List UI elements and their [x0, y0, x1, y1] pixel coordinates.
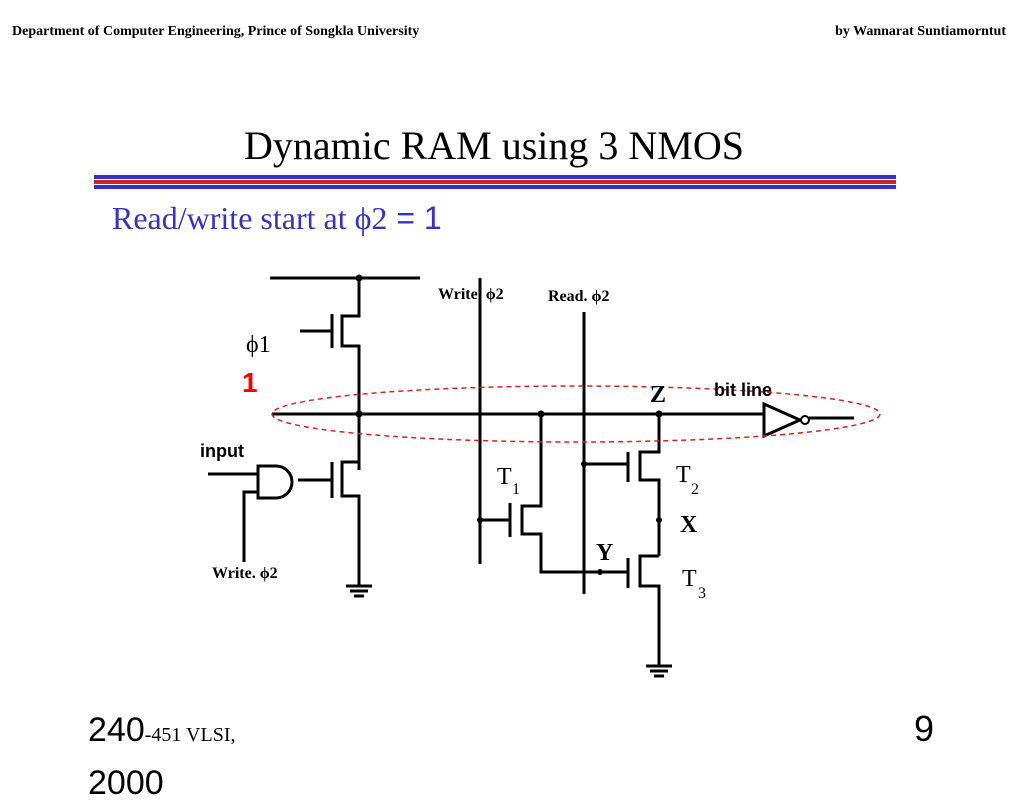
write-phi2-input-wire — [242, 490, 258, 562]
label-t1: T — [497, 464, 512, 490]
and-gate-body — [256, 464, 294, 500]
left-column-wire-upper — [340, 278, 361, 470]
label-t3-sub: 3 — [698, 585, 706, 602]
label-t1-sub: 1 — [512, 481, 520, 498]
slide-title: Dynamic RAM using 3 NMOS — [243, 123, 745, 168]
junction-x — [656, 517, 662, 523]
footer-course: 240-451 VLSI, 2000 — [88, 706, 235, 807]
inverter-bubble — [800, 415, 810, 425]
inverter — [762, 401, 854, 439]
slide-subtitle: Read/write start at ϕ2 = 1 — [112, 200, 442, 237]
bitline-highlight-ellipse — [271, 385, 881, 443]
header-department: Department of Computer Engineering, Prin… — [12, 24, 420, 39]
title-rule-middle — [94, 180, 896, 184]
t1-transistor — [480, 414, 600, 574]
label-write-phi2-top: Write. ϕ2 — [438, 286, 504, 303]
label-input: input — [200, 441, 244, 461]
label-phi1: ϕ1 — [246, 332, 271, 358]
header-author: by Wannarat Suntiamorntut — [835, 24, 1006, 39]
title-rule-bottom — [94, 185, 896, 189]
inverter-triangle — [762, 401, 804, 439]
label-bit-line: bit line — [714, 380, 772, 400]
subtitle-text: Read/write start at ϕ2 — [112, 200, 388, 236]
footer-course-number: 240 — [88, 711, 145, 749]
label-phi1-value: 1 — [242, 367, 258, 398]
page-number: 9 — [914, 708, 935, 749]
ground-left — [346, 584, 372, 598]
title-rule-top — [94, 175, 896, 179]
title-rule — [94, 175, 896, 189]
and-gate — [208, 464, 294, 562]
phi1-transistor — [300, 278, 361, 470]
footer-course-rest: -451 VLSI, — [144, 724, 236, 746]
t3-channel-wire — [638, 554, 661, 666]
t2-transistor — [584, 414, 661, 556]
t2-channel-wire — [638, 414, 661, 556]
dram-circuit-diagram: Write. ϕ2 Read. ϕ2 ϕ1 1 input Write. ϕ2 … — [94, 175, 896, 678]
subtitle-equation: = 1 — [387, 200, 442, 236]
label-read-phi2-top: Read. ϕ2 — [548, 288, 610, 305]
t3-transistor — [600, 554, 661, 666]
label-node-z: Z — [650, 382, 666, 408]
label-write-phi2-bottom: Write. ϕ2 — [212, 565, 278, 582]
label-t2-sub: 2 — [691, 481, 699, 498]
label-node-y: Y — [596, 540, 613, 566]
left-column-wire-lower — [340, 460, 361, 586]
input-transistor — [298, 460, 361, 586]
label-t2: T — [676, 462, 691, 488]
t1-channel-wire — [520, 414, 600, 574]
junction-bitline-left — [355, 410, 363, 418]
label-node-x: X — [680, 512, 698, 538]
ground-right — [646, 664, 672, 678]
label-t3: T — [682, 566, 697, 592]
footer-course-year: 2000 — [88, 764, 164, 802]
